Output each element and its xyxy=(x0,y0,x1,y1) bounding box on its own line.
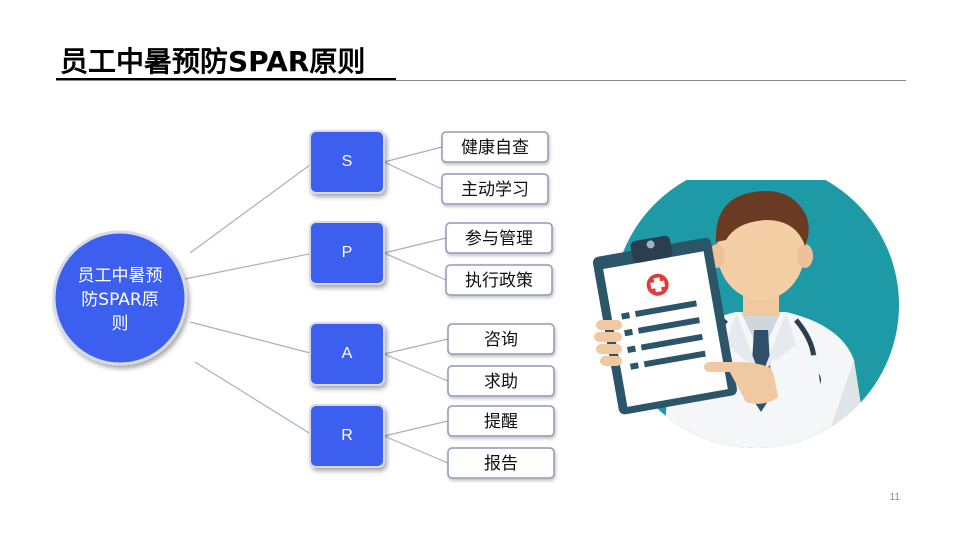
item-box-r-1 xyxy=(447,405,555,437)
connector-p-to-item xyxy=(383,237,447,254)
item-box-a-2 xyxy=(447,365,555,397)
item-label: 健康自查 xyxy=(461,138,529,158)
center-node-label-line: 员工中暑预 xyxy=(78,266,163,286)
item-box-p-2 xyxy=(445,264,553,296)
left-hand xyxy=(594,320,622,366)
connector-p-to-item xyxy=(383,252,447,281)
center-node: 员工中暑预防SPAR原则 xyxy=(52,230,188,366)
letter-nodes: S P A R xyxy=(309,130,385,468)
letter-node-label: A xyxy=(342,345,353,362)
connector-r-to-item xyxy=(383,420,449,437)
connector-r-to-item xyxy=(383,435,449,464)
doctor-illustration xyxy=(592,180,899,448)
item-label: 主动学习 xyxy=(461,180,529,200)
pointing-hand xyxy=(704,355,824,412)
connector-s-to-item xyxy=(383,161,443,190)
center-node-label-line: 则 xyxy=(112,314,129,334)
connector-s-to-item xyxy=(383,146,443,163)
letter-node-s xyxy=(309,130,385,194)
item-box-p-1 xyxy=(445,222,553,254)
letter-node-a xyxy=(309,322,385,386)
item-label: 求助 xyxy=(484,372,518,392)
item-box-s-2 xyxy=(441,173,549,205)
connector-center-to-s xyxy=(189,161,315,254)
connector-lines xyxy=(184,146,449,464)
letter-node-label: R xyxy=(341,427,353,444)
connector-a-to-item xyxy=(383,338,449,355)
item-box-s-1 xyxy=(441,131,549,163)
connector-center-to-a xyxy=(189,321,315,355)
center-node-label-line: 防SPAR原 xyxy=(81,290,158,310)
title-rule xyxy=(56,80,906,81)
title-underline xyxy=(56,78,396,81)
letter-node-p xyxy=(309,221,385,285)
item-label: 报告 xyxy=(484,454,518,474)
slide-title: 员工中暑预防SPAR原则 xyxy=(60,45,366,78)
connector-center-to-r xyxy=(194,361,315,437)
letter-node-label: S xyxy=(342,153,353,170)
connector-center-to-p xyxy=(184,252,315,280)
page-number: 11 xyxy=(889,492,900,503)
letter-node-r xyxy=(309,404,385,468)
clipboard xyxy=(592,235,738,415)
connector-a-to-item xyxy=(383,353,449,382)
item-label: 参与管理 xyxy=(465,229,533,249)
center-node-circle xyxy=(52,230,188,366)
item-label: 咨询 xyxy=(484,330,518,350)
item-label: 执行政策 xyxy=(465,271,533,291)
item-label: 提醒 xyxy=(484,412,518,432)
item-box-r-2 xyxy=(447,447,555,479)
letter-node-label: P xyxy=(342,244,353,261)
item-box-a-1 xyxy=(447,323,555,355)
